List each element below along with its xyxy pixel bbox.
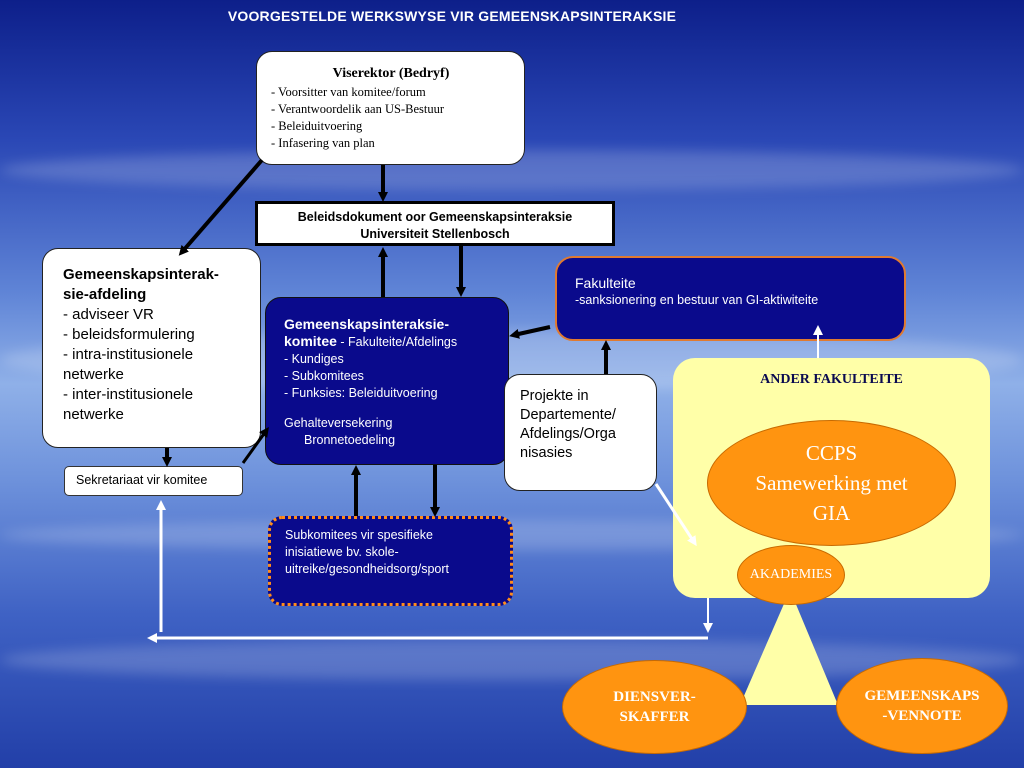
- projekte-box: Projekte in Departemente/ Afdelings/Orga…: [504, 374, 657, 491]
- viserektor-item: - Voorsitter van komitee/forum: [271, 85, 426, 99]
- fakulteite-box: Fakulteite -sanksionering en bestuur van…: [555, 256, 906, 341]
- gemeenskapsvennote-line: GEMEENSKAPS: [864, 688, 980, 704]
- subkomitees-line: inisiatiewe bv. skole-: [285, 545, 399, 559]
- gemeenskapsvennote-oval: GEMEENSKAPS -VENNOTE: [836, 658, 1008, 754]
- ccps-line: Samewerking met: [755, 471, 908, 495]
- viserektor-item: - Beleiduitvoering: [271, 119, 363, 133]
- subkomitees-line: uitreike/gesondheidsorg/sport: [285, 562, 449, 576]
- projekte-line: Projekte in: [520, 388, 589, 404]
- afdeling-box: Gemeenskapsinterak- sie-afdeling - advis…: [42, 248, 261, 448]
- afdeling-item: - inter-institusionele: [63, 386, 194, 403]
- komitee-subheading: - Fakulteite/Afdelings: [336, 335, 458, 349]
- afdeling-item: - adviseer VR: [63, 306, 154, 323]
- diensverskaffer-oval: DIENSVER- SKAFFER: [562, 660, 747, 754]
- ccps-line: CCPS: [805, 441, 858, 465]
- fakulteite-line: -sanksionering en bestuur van GI-aktiwit…: [575, 293, 819, 307]
- diensverskaffer-line: DIENSVER-: [613, 689, 696, 705]
- projekte-line: Departemente/: [520, 407, 616, 423]
- afdeling-item: netwerke: [63, 366, 124, 383]
- viserektor-item: - Infasering van plan: [271, 136, 375, 150]
- komitee-heading: komitee: [284, 333, 337, 349]
- komitee-item: - Subkomitees: [284, 369, 364, 383]
- afdeling-item: - beleidsformulering: [63, 326, 195, 343]
- viserektor-box: Viserektor (Bedryf) - Voorsitter van kom…: [256, 51, 525, 165]
- ander-fakulteite-heading: ANDER FAKULTEITE: [760, 372, 903, 387]
- afdeling-item: - intra-institusionele: [63, 346, 194, 363]
- projekte-line: Afdelings/Orga: [520, 426, 616, 442]
- background-streak: [0, 640, 1024, 680]
- subkomitees-box: Subkomitees vir spesifieke inisiatiewe b…: [268, 516, 513, 606]
- viserektor-item: - Verantwoordelik aan US-Bestuur: [271, 102, 444, 116]
- fakulteite-heading: Fakulteite: [575, 275, 636, 291]
- sekretariaat-box: Sekretariaat vir komitee: [64, 466, 243, 496]
- page-title: VOORGESTELDE WERKSWYSE VIR GEMEENSKAPSIN…: [227, 8, 677, 24]
- beleidsdokument-box: Beleidsdokument oor Gemeenskapsinteraksi…: [255, 201, 615, 246]
- komitee-heading: Gemeenskapsinteraksie-: [284, 316, 449, 332]
- akademies-oval: AKADEMIES: [737, 545, 845, 605]
- afdeling-item: netwerke: [63, 406, 124, 423]
- beleidsdokument-line: Beleidsdokument oor Gemeenskapsinteraksi…: [297, 210, 573, 224]
- subkomitees-line: Subkomitees vir spesifieke: [285, 528, 433, 542]
- komitee-bronnetoedeling: Bronnetoedeling: [304, 433, 396, 447]
- komitee-item: - Funksies: Beleiduitvoering: [284, 386, 438, 400]
- afdeling-heading: sie-afdeling: [63, 286, 147, 303]
- diensverskaffer-line: SKAFFER: [619, 709, 690, 725]
- komitee-item: - Kundiges: [284, 352, 344, 366]
- gemeenskapsvennote-line: -VENNOTE: [882, 708, 962, 724]
- ccps-line: GIA: [812, 501, 851, 525]
- ccps-oval: CCPS Samewerking met GIA: [707, 420, 956, 546]
- komitee-heading-line: komitee - Fakulteite/Afdelings: [284, 333, 508, 351]
- afdeling-heading: Gemeenskapsinterak-: [63, 266, 219, 283]
- beleidsdokument-line: Universiteit Stellenbosch: [360, 227, 510, 241]
- viserektor-heading: Viserektor (Bedryf): [332, 66, 450, 81]
- projekte-line: nisasies: [520, 445, 573, 461]
- komitee-gehalte: Gehalteversekering: [284, 416, 393, 430]
- komitee-box: Gemeenskapsinteraksie- komitee - Fakulte…: [265, 297, 509, 465]
